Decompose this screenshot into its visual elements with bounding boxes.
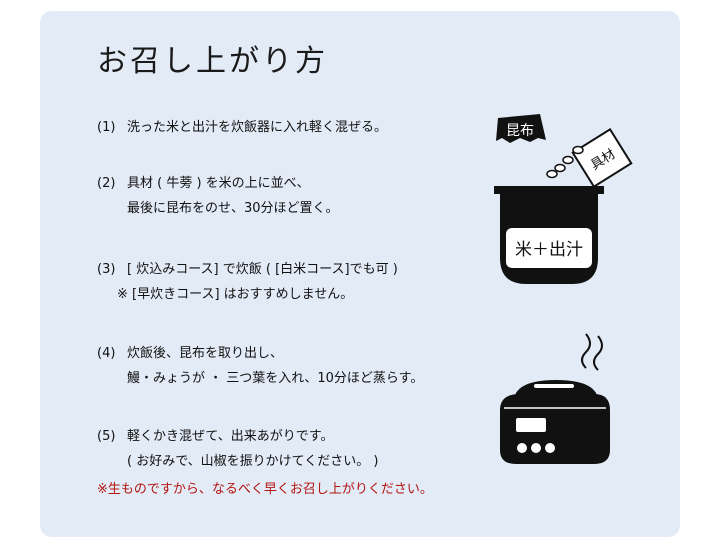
step-text-continued: 鰻・みょうが ・ 三つ葉を入れ、10分ほど蒸らす。 [127, 371, 424, 386]
rice-cooker-icon [500, 380, 610, 464]
step-3: (3) [ 炊込みコース] で炊飯 ( [白米コース]でも可 ) ※ [早炊きコー… [97, 257, 398, 307]
step-number: (1) [97, 120, 116, 135]
step-text: 具材 ( 牛蒡 ) を米の上に並べ、 [127, 176, 310, 191]
pot-icon: 米＋出汁 [494, 186, 604, 284]
step-text-continued: 最後に昆布をのせ、30分ほど置く。 [127, 201, 339, 216]
step-text: 炊飯後、昆布を取り出し、 [127, 346, 284, 361]
step-text-continued: ( お好みで、山椒を振りかけてください。 ) [127, 454, 379, 469]
step-text: [ 炊込みコース] で炊飯 ( [白米コース]でも可 ) [127, 262, 398, 277]
step-note: ※ [早炊きコース] はおすすめしません。 [117, 287, 354, 302]
page-title: お召し上がり方 [97, 44, 328, 79]
svg-text:米＋出汁: 米＋出汁 [515, 240, 583, 260]
pot-illustration: 昆布 具材 米＋出汁 [494, 114, 633, 284]
svg-text:昆布: 昆布 [506, 123, 534, 139]
rice-cooker-illustration [500, 333, 610, 464]
step-number: (4) [97, 346, 116, 361]
step-5: (5) 軽くかき混ぜて、出来あがりです。 ( お好みで、山椒を振りかけてください。… [97, 424, 379, 474]
steam-icon [581, 333, 603, 371]
step-number: (2) [97, 176, 116, 191]
freshness-warning: ※生ものですから、なるべく早くお召し上がりください。 [97, 482, 433, 497]
step-text: 軽くかき混ぜて、出来あがりです。 [127, 429, 334, 444]
step-1: (1) 洗った米と出汁を炊飯器に入れ軽く混ぜる。 [97, 115, 387, 140]
step-2: (2) 具材 ( 牛蒡 ) を米の上に並べ、 最後に昆布をのせ、30分ほど置く。 [97, 171, 339, 221]
step-number: (3) [97, 262, 116, 277]
step-4: (4) 炊飯後、昆布を取り出し、 鰻・みょうが ・ 三つ葉を入れ、10分ほど蒸らす… [97, 341, 423, 391]
step-number: (5) [97, 429, 116, 444]
kombu-icon: 昆布 [496, 114, 546, 143]
ingredients-packet-icon: 具材 [571, 128, 633, 188]
falling-pieces-icon [546, 145, 584, 179]
step-text: 洗った米と出汁を炊飯器に入れ軽く混ぜる。 [127, 120, 388, 135]
